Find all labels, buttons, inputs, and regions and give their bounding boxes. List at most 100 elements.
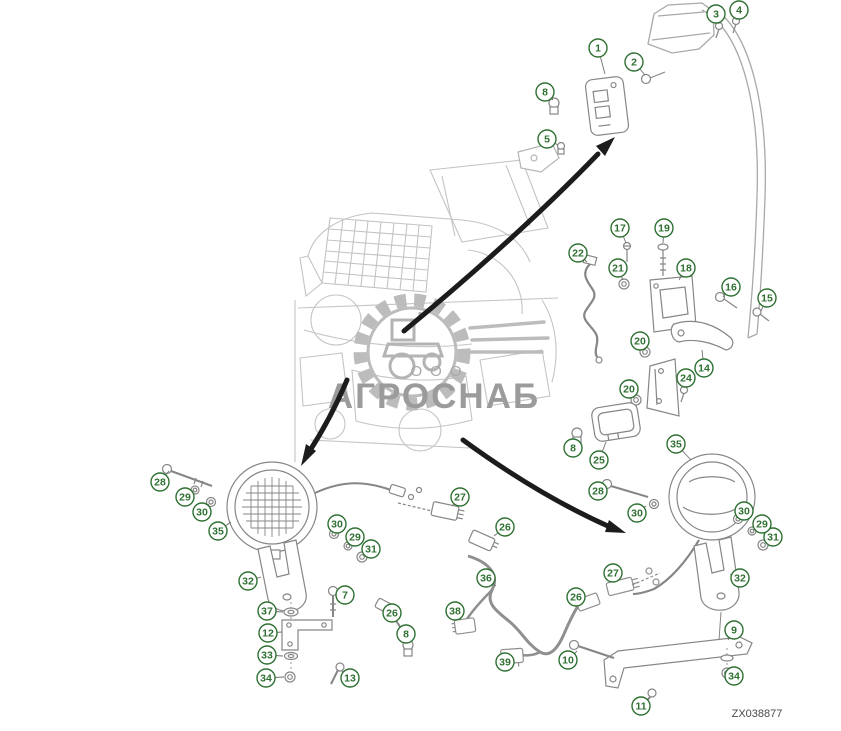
svg-text:19: 19 xyxy=(658,223,670,235)
callout-30: 30 xyxy=(734,501,754,521)
callout-4: 4 xyxy=(729,0,749,21)
svg-text:29: 29 xyxy=(756,519,768,531)
callout-16: 16 xyxy=(721,277,741,298)
svg-text:30: 30 xyxy=(196,507,208,519)
callout-33: 33 xyxy=(257,645,284,665)
callout-17: 17 xyxy=(610,218,630,244)
svg-text:35: 35 xyxy=(670,439,682,451)
bottom-bracket-assembly xyxy=(568,636,753,705)
svg-text:27: 27 xyxy=(454,492,466,504)
callout-34: 34 xyxy=(256,668,285,688)
svg-text:7: 7 xyxy=(342,590,348,602)
svg-text:34: 34 xyxy=(260,673,272,685)
svg-text:36: 36 xyxy=(480,573,492,585)
svg-text:22: 22 xyxy=(572,248,584,260)
callout-35: 35 xyxy=(666,434,692,461)
callout-19: 19 xyxy=(654,218,674,244)
callout-26: 26 xyxy=(493,517,515,537)
right-lamp-assembly xyxy=(601,453,769,641)
callout-9: 9 xyxy=(724,620,744,641)
svg-text:31: 31 xyxy=(365,544,377,556)
callout-25: 25 xyxy=(589,441,609,470)
motion-lines xyxy=(468,320,550,354)
callout-32: 32 xyxy=(729,568,750,588)
callout-27: 27 xyxy=(450,487,470,507)
svg-text:37: 37 xyxy=(261,606,273,618)
svg-text:31: 31 xyxy=(767,532,779,544)
svg-text:8: 8 xyxy=(403,629,409,641)
svg-text:18: 18 xyxy=(680,263,692,275)
svg-text:11: 11 xyxy=(635,701,646,713)
svg-text:32: 32 xyxy=(734,573,746,585)
callout-30: 30 xyxy=(327,514,347,534)
callout-26: 26 xyxy=(566,587,586,607)
callout-8: 8 xyxy=(396,624,416,644)
callout-29: 29 xyxy=(345,527,365,547)
svg-text:30: 30 xyxy=(331,519,343,531)
svg-text:29: 29 xyxy=(349,532,361,544)
callout-18: 18 xyxy=(676,258,696,281)
svg-text:26: 26 xyxy=(499,522,511,534)
callout-10: 10 xyxy=(558,650,578,670)
switch-assembly xyxy=(517,71,666,173)
svg-text:30: 30 xyxy=(631,508,643,520)
svg-text:28: 28 xyxy=(154,477,166,489)
callout-arrows xyxy=(301,137,626,533)
callout-22: 22 xyxy=(568,243,588,263)
callout-8: 8 xyxy=(535,82,555,102)
svg-text:12: 12 xyxy=(262,628,274,640)
callout-2: 2 xyxy=(624,52,646,76)
svg-text:1: 1 xyxy=(595,43,601,55)
callout-24: 24 xyxy=(676,368,696,389)
callout-5: 5 xyxy=(537,129,559,149)
svg-text:27: 27 xyxy=(607,568,619,580)
tractor-sketch xyxy=(294,159,559,462)
callout-13: 13 xyxy=(340,668,360,688)
callout-32: 32 xyxy=(238,571,262,591)
svg-text:16: 16 xyxy=(725,282,737,294)
svg-text:38: 38 xyxy=(449,606,461,618)
callout-12: 12 xyxy=(258,623,283,643)
callout-29: 29 xyxy=(175,487,195,507)
watermark: ООО АГРОСНАБ xyxy=(328,293,550,416)
svg-text:34: 34 xyxy=(728,671,740,683)
left-lamp-assembly xyxy=(161,461,499,685)
svg-text:26: 26 xyxy=(570,592,582,604)
svg-text:3: 3 xyxy=(713,9,719,21)
arrow-to-switch xyxy=(401,151,601,334)
callout-34: 34 xyxy=(724,666,744,686)
arrow-to-right-lamp xyxy=(460,437,613,530)
svg-text:35: 35 xyxy=(212,526,224,538)
callout-30: 30 xyxy=(627,503,647,523)
callout-3: 3 xyxy=(706,4,726,25)
gear-logo-icon xyxy=(353,293,550,411)
svg-text:28: 28 xyxy=(592,486,604,498)
svg-text:30: 30 xyxy=(738,506,750,518)
watermark-ooo: ООО xyxy=(410,363,469,380)
svg-text:8: 8 xyxy=(570,443,576,455)
callout-30: 30 xyxy=(192,502,212,522)
svg-text:25: 25 xyxy=(593,455,605,467)
callout-35: 35 xyxy=(208,521,232,541)
svg-text:29: 29 xyxy=(179,492,191,504)
svg-text:5: 5 xyxy=(544,134,550,146)
callout-26: 26 xyxy=(382,603,402,623)
drawing-code: ZX038877 xyxy=(732,708,783,720)
svg-text:20: 20 xyxy=(634,336,646,348)
svg-text:24: 24 xyxy=(680,373,692,385)
callout-20: 20 xyxy=(619,379,639,399)
callout-27: 27 xyxy=(603,563,623,583)
callout-15: 15 xyxy=(757,288,777,312)
callout-37: 37 xyxy=(257,601,284,621)
callout-28: 28 xyxy=(588,481,608,501)
callout-36: 36 xyxy=(476,568,497,588)
svg-text:21: 21 xyxy=(612,263,624,275)
callout-20: 20 xyxy=(630,331,650,351)
svg-text:13: 13 xyxy=(344,673,356,685)
watermark-company-name: АГРОСНАБ xyxy=(328,377,540,416)
svg-text:14: 14 xyxy=(698,363,710,375)
callout-31: 31 xyxy=(763,527,783,547)
